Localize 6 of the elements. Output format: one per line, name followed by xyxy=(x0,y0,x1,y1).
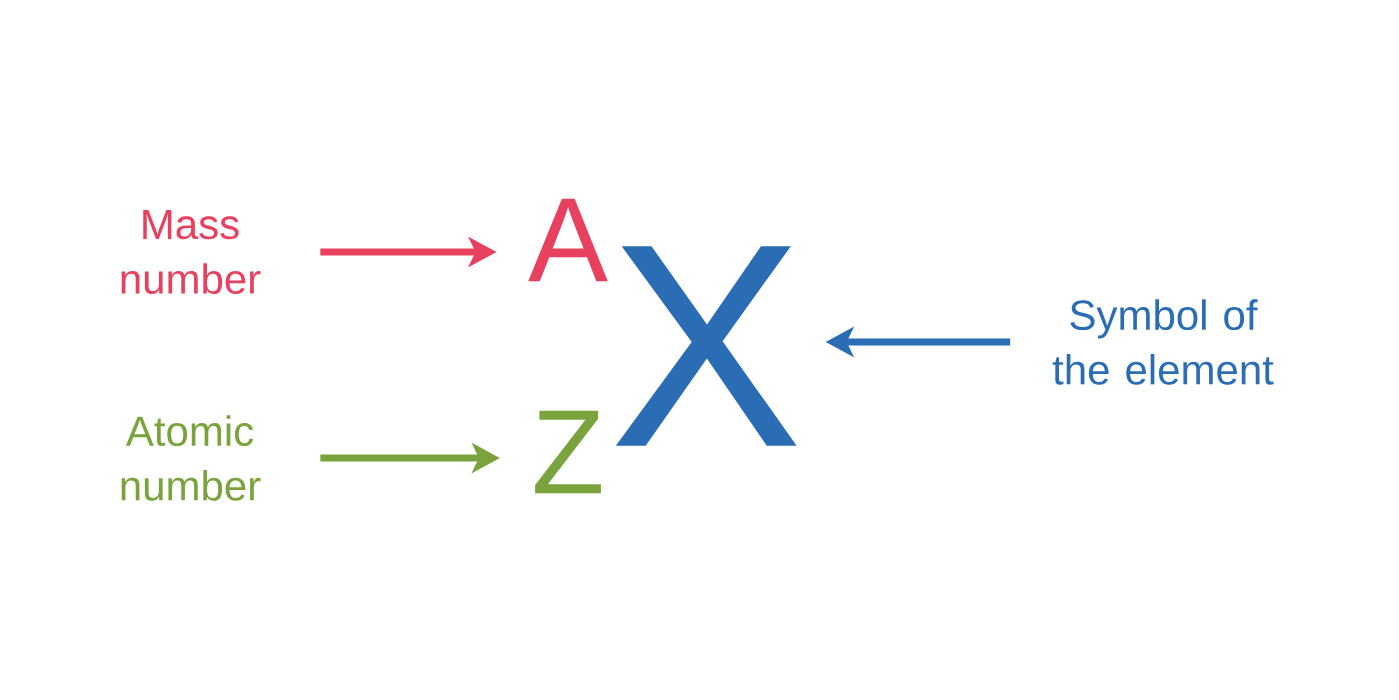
element-symbol: X xyxy=(615,246,797,446)
atomic-number-symbol: Z xyxy=(535,410,601,494)
mass-number-symbol: A xyxy=(528,198,608,282)
label-text: Mass number xyxy=(121,210,261,294)
label-text: Atomic number xyxy=(121,415,261,501)
label-text: Symbol of the element xyxy=(1052,299,1274,385)
